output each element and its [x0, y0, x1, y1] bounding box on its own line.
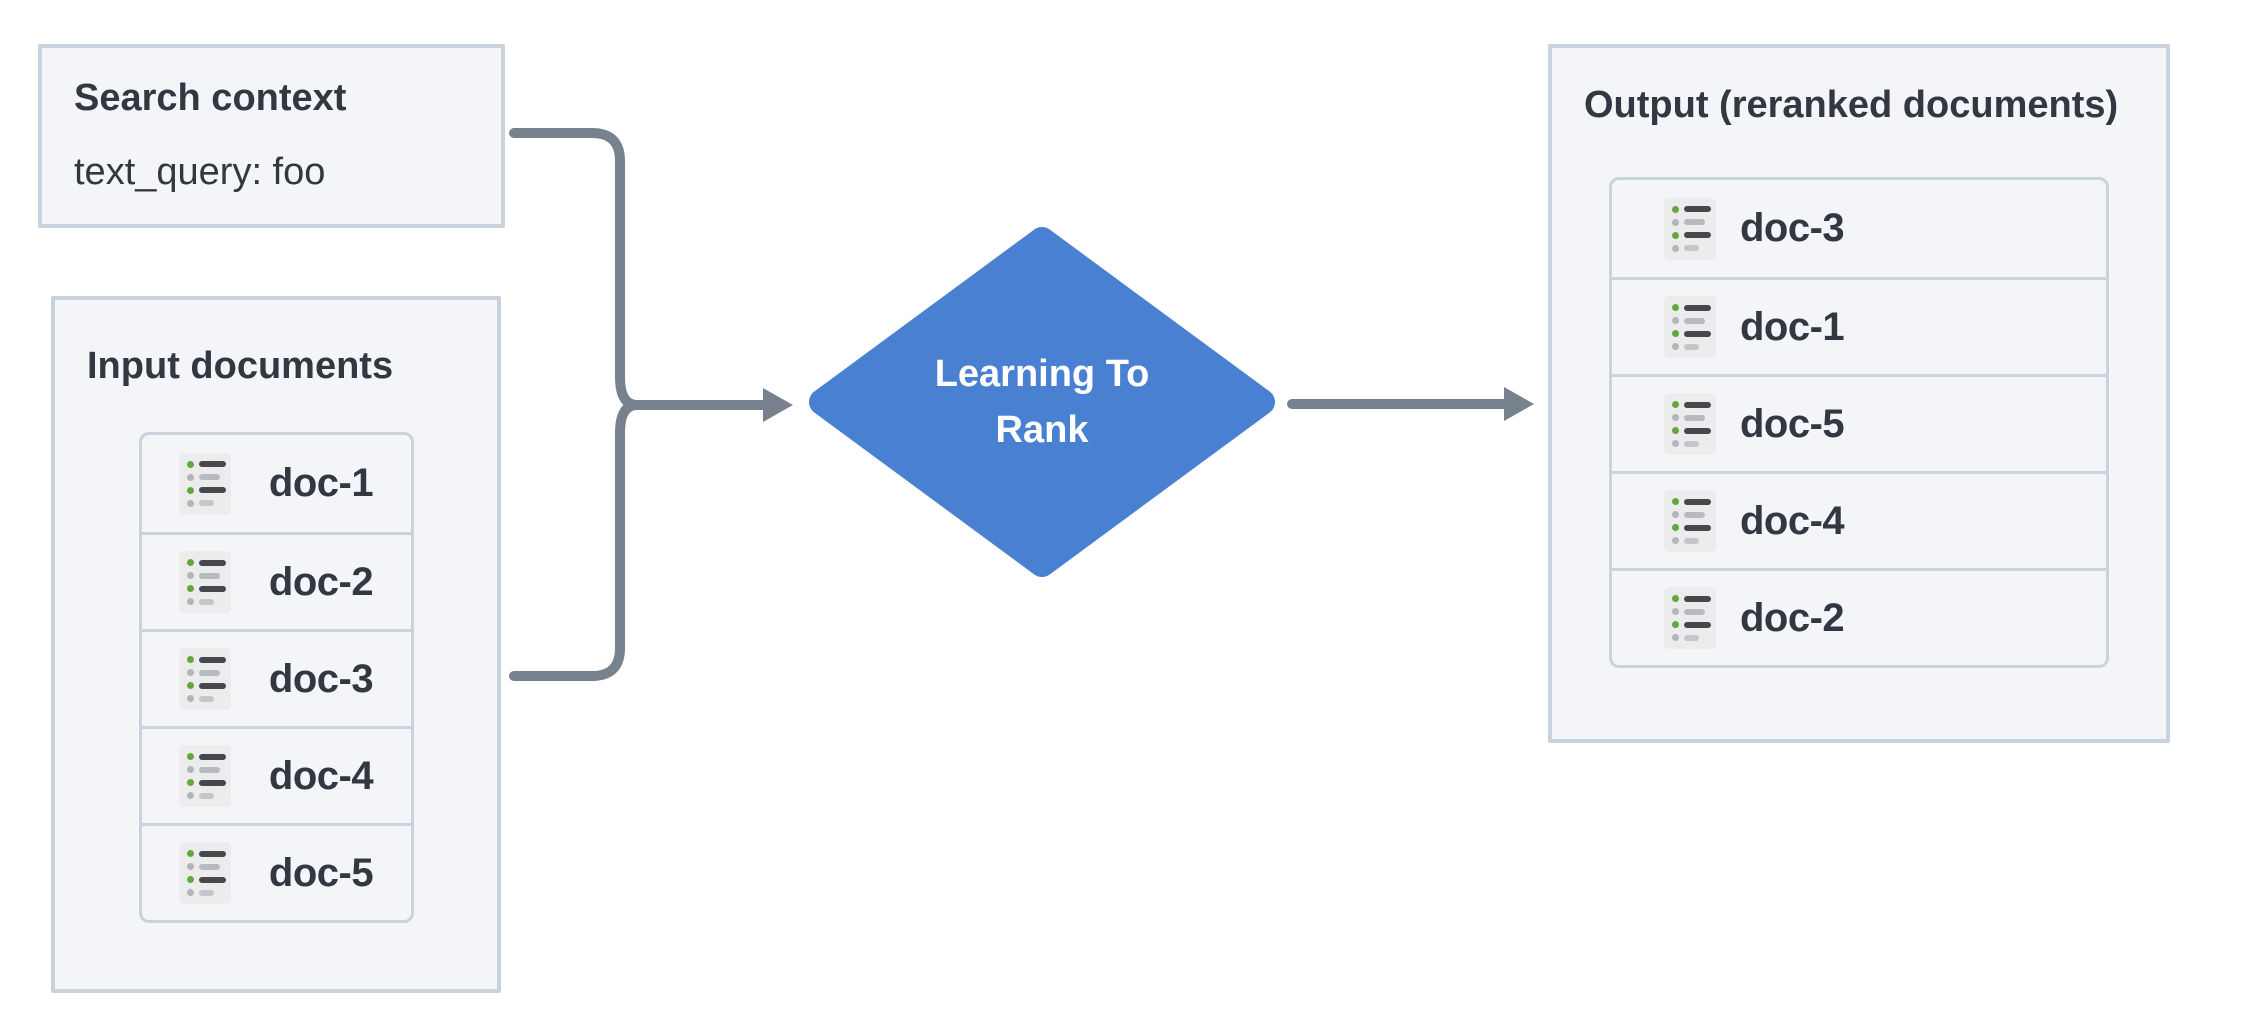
learning-to-rank-label-line: Learning To — [934, 353, 1150, 395]
learning-to-rank-label-line: Rank — [995, 409, 1089, 451]
doc-label: doc-3 — [268, 656, 374, 701]
output-box: Output (reranked documents) doc-3 — [1548, 44, 2170, 743]
doc-row: doc-5 — [1612, 374, 2106, 471]
document-list-icon — [178, 648, 231, 710]
search-context-connector — [509, 128, 642, 410]
doc-row: doc-4 — [141, 726, 411, 823]
doc-row: doc-3 — [141, 629, 411, 726]
learning-to-rank-label: Learning To Rank — [842, 340, 1242, 464]
input-documents-box: Input documents doc-1 — [51, 296, 501, 993]
doc-label: doc-4 — [1740, 498, 1845, 543]
document-list-icon — [1664, 197, 1716, 260]
document-list-icon — [1664, 393, 1716, 455]
doc-label: doc-4 — [268, 753, 374, 798]
doc-row: doc-2 — [1612, 568, 2106, 665]
doc-label: doc-3 — [1740, 206, 1845, 250]
doc-row: doc-3 — [1612, 180, 2106, 277]
doc-row: doc-2 — [141, 532, 411, 629]
doc-label: doc-5 — [1740, 401, 1845, 446]
doc-label: doc-2 — [1740, 595, 1845, 640]
document-list-icon — [178, 452, 231, 515]
doc-label: doc-5 — [268, 850, 374, 895]
document-list-icon — [178, 745, 231, 807]
document-list-icon — [1664, 587, 1716, 649]
document-list-icon — [178, 842, 231, 904]
doc-row: doc-4 — [1612, 471, 2106, 568]
doc-row: doc-1 — [1612, 277, 2106, 374]
document-list-icon — [1664, 296, 1716, 358]
doc-label: doc-1 — [268, 461, 374, 505]
search-context-query: text_query: foo — [74, 151, 326, 193]
output-arrow-head — [1504, 387, 1534, 421]
input-documents-connector — [509, 400, 642, 681]
input-doc-list: doc-1 doc-2 — [138, 432, 414, 923]
output-doc-list: doc-3 doc-1 — [1609, 177, 2109, 668]
document-list-icon — [178, 551, 231, 613]
doc-label: doc-1 — [1740, 304, 1845, 349]
search-context-title: Search context — [74, 77, 347, 119]
doc-row: doc-5 — [141, 823, 411, 920]
merged-arrow-head — [763, 388, 793, 422]
output-title: Output (reranked documents) — [1584, 84, 2119, 126]
doc-row: doc-1 — [142, 435, 411, 532]
search-context-box: Search context text_query: foo — [38, 44, 505, 228]
document-list-icon — [1664, 490, 1716, 552]
learning-to-rank-node — [809, 227, 1275, 577]
input-documents-title: Input documents — [87, 345, 394, 387]
doc-label: doc-2 — [268, 559, 374, 604]
